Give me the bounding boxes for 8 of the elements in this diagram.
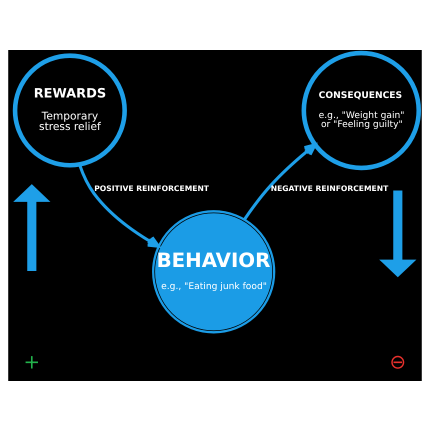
arrow — [78, 164, 160, 248]
arrow — [243, 142, 316, 220]
label: + — [24, 350, 40, 374]
edge-label: NEGATIVE REINFORCEMENT — [270, 183, 388, 192]
node-circle: REWARDS Temporary stress relief — [12, 52, 127, 168]
edge-label: POSITIVE REINFORCEMENT — [94, 183, 209, 192]
label: ⊖ — [390, 350, 406, 374]
node-circle: BEHAVIOR e.g., "Eating junk food" — [152, 210, 276, 333]
